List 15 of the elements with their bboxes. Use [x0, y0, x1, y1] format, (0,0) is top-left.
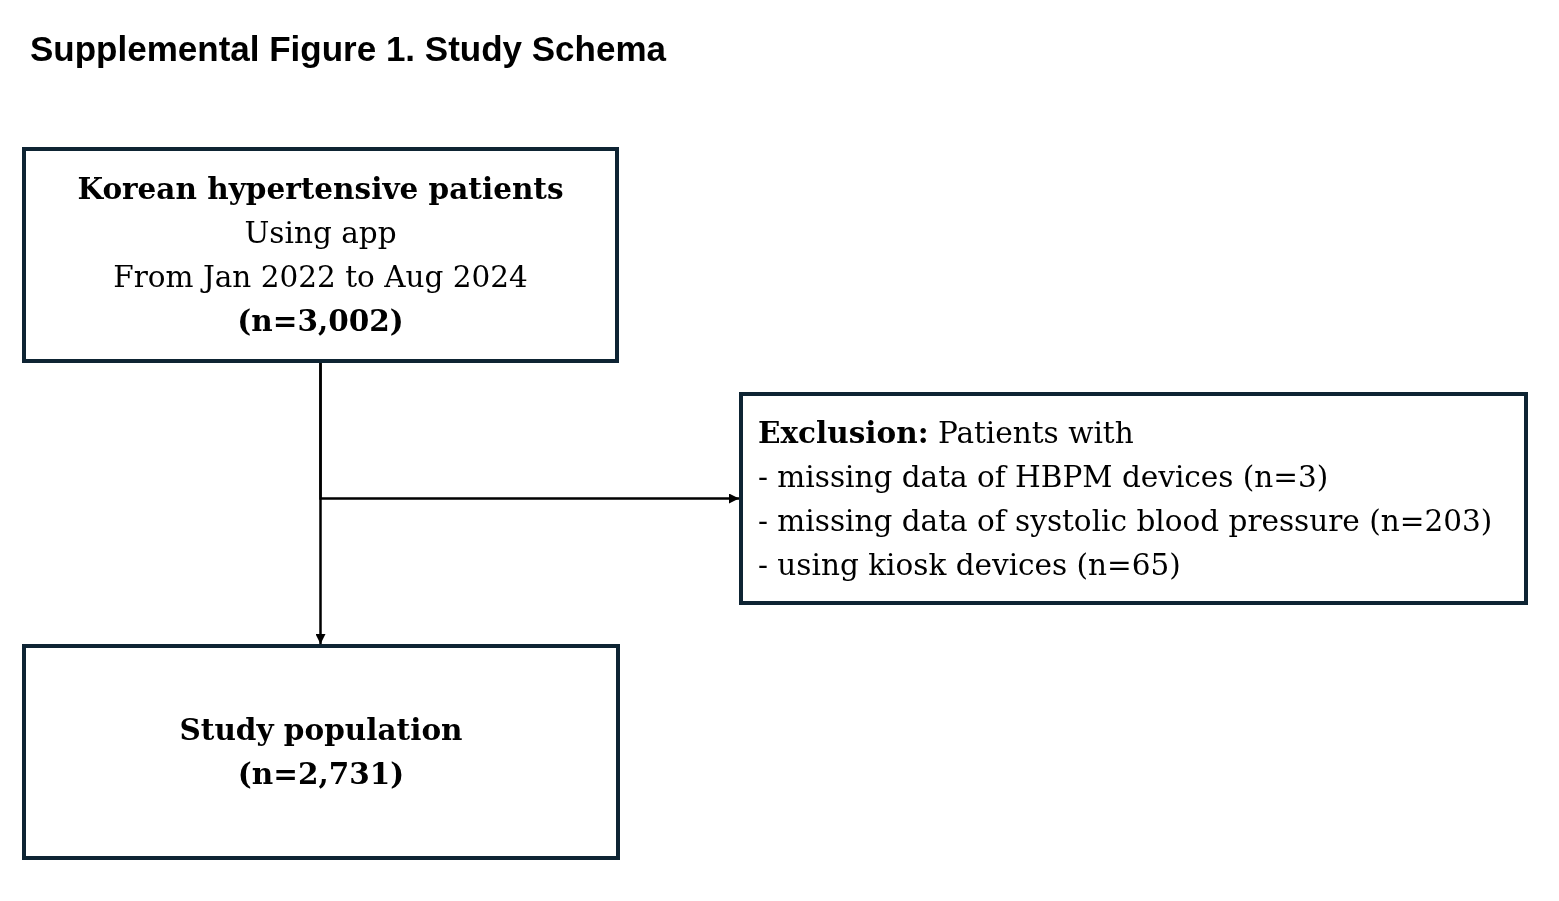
- box-heading: Study population: [179, 711, 463, 749]
- figure-title: Supplemental Figure 1. Study Schema: [30, 29, 666, 69]
- box-text: Exclusion: Patients with: [758, 413, 1134, 452]
- box-text: - using kiosk devices (n=65): [758, 546, 1181, 584]
- arrow: [319, 363, 739, 504]
- box-heading: Korean hypertensive patients: [77, 170, 564, 208]
- process-box: [22, 644, 620, 860]
- process-box: [739, 392, 1528, 605]
- box-text: From Jan 2022 to Aug 2024: [113, 259, 528, 296]
- count-text: (n=2,731): [237, 755, 405, 793]
- process-box: [22, 147, 619, 363]
- count-text: (n=3,002): [237, 302, 404, 340]
- box-text: - missing data of HBPM devices (n=3): [758, 458, 1329, 496]
- box-text: Using app: [244, 215, 397, 252]
- box-text: - missing data of systolic blood pressure (n=203): [758, 502, 1493, 540]
